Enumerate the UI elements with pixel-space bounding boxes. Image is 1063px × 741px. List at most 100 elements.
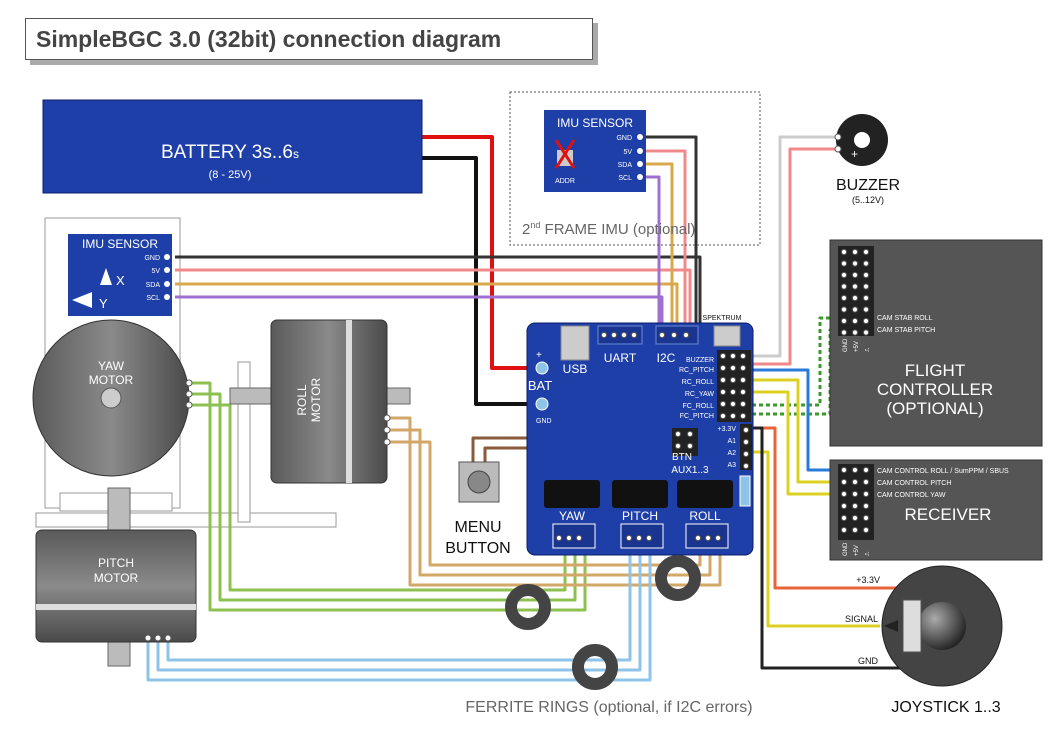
i2c-header-pin [658,331,666,339]
fc-header-pin [851,317,859,325]
fc-header-pin [851,306,859,313]
receiver-pin-label: CAM CONTROL YAW [877,492,946,499]
receiver-header-pin [851,466,859,474]
fc-label: (OPTIONAL) [886,399,983,418]
uart-header-pin [630,331,638,339]
board-yaw-label: YAW [559,509,586,523]
uart-header-pin [620,331,628,339]
uart-label: UART [604,351,637,365]
fc-side-label: +5V [854,341,860,352]
aux-header-pin [742,426,750,434]
axis-arrow-icon [72,292,92,308]
buzzer-label: BUZZER [836,177,900,194]
receiver-header-pin [851,514,859,522]
yaw-connector-pin [555,534,563,542]
fc-header-pin [862,294,870,302]
fc-header-pin [851,329,859,336]
fc-header-pin [840,283,848,290]
receiver-header-pin [840,478,848,486]
ferrite-ring [655,555,701,601]
roll-motor-band [346,320,352,483]
addr-label: ADDR [555,178,575,185]
btn-label: BTN [672,452,692,463]
receiver-header-pin [840,490,848,498]
receiver-side-label: GND [843,542,849,556]
buzzer-plus: + [851,147,858,161]
rc-header-pin [729,400,737,408]
menu-button-cap [467,470,491,494]
rc-pin-label: FC_PITCH [680,413,714,420]
rc-pins: BUZZER RC_PITCH RC_ROLL RC_YAW FC_ROLL F… [679,350,751,422]
fc-header-pin [840,329,848,336]
receiver-header-pin [862,502,870,510]
imu-pins: GND 5V SDA SCL [144,254,170,302]
rc-pin-label: RC_ROLL [682,379,714,386]
receiver-header-pin [840,526,848,534]
fc-header-pin [840,248,848,256]
ferrite-ring [572,644,618,690]
yaw-motor-label: YAW [98,359,125,373]
fc-header-pin [862,306,870,313]
fc-header-pin [851,248,859,256]
wires [146,135,900,682]
yaw-motor-label: MOTOR [89,373,134,387]
roll-motor-label: ROLL [295,384,309,416]
imu-pin-label: GND [144,255,160,262]
imu-pin-label: SDA [146,282,161,289]
receiver-header-pin [851,526,859,534]
uart-header [597,325,643,345]
frame-imu-title: IMU SENSOR [557,116,633,130]
aux-header-pin [742,450,750,458]
bat-plus-label: + [536,350,542,361]
rc-header-pin [719,376,727,384]
uart-header-pin [610,331,618,339]
receiver-header-pin [862,526,870,534]
fc-header-pin [862,248,870,256]
fc-header-pin [862,271,870,279]
battery-voltage: (8 - 25V) [209,169,252,181]
frame-imu-pin-label: SCL [618,175,632,182]
receiver-label: RECEIVER [905,505,992,524]
imu-pin-label: SCL [146,295,160,302]
receiver-header-pin [851,502,859,510]
fc-header-pin [840,317,848,325]
usb-label: USB [563,362,588,376]
frame-imu-pin-label: SDA [618,162,633,169]
rc-header-pin [719,412,727,420]
rc-header-pin [729,364,737,372]
rc-header-pin [739,352,747,360]
aux-header-pin [742,438,750,446]
i2c-header-pin [682,331,690,339]
receiver-header-pin [840,466,848,474]
receiver-side-label: ⎍ [865,551,871,556]
battery-gnd-wire [420,156,530,406]
ferrite-rings [505,555,701,690]
fc-header-pin [862,260,870,267]
page-title: SimpleBGC 3.0 (32bit) connection diagram [36,26,502,52]
i2c-header-pin [670,331,678,339]
fc-header-pin [840,260,848,267]
rc-header-pin [719,400,727,408]
joystick-pin-label: +3.3V [856,575,880,585]
receiver-header-pin [851,490,859,498]
battery-label: BATTERY 3s..6s [161,142,299,163]
frame-imu-caption: 2nd FRAME IMU (optional) [522,220,695,238]
aux-header-pin [742,462,750,470]
rc-header-pin [719,388,727,396]
cross-icon [554,139,576,169]
spektrum-port [713,325,741,347]
receiver-pin-label: CAM CONTROL PITCH [877,480,951,487]
receiver-header-pin [840,502,848,510]
ferrite-ring [505,584,551,630]
uart-header-pin [600,331,608,339]
fc-header-pin [840,294,848,302]
rc-header-pin [739,376,747,384]
pitch-connector-pin [625,534,633,542]
frame-arm [237,361,251,523]
battery-plus-wire [420,135,530,370]
menu-button-label: MENU [454,519,501,536]
rc-pin-label: FC_ROLL [682,403,714,410]
joystick-pin-label: GND [858,656,879,666]
battery [42,99,423,194]
pitch-motor-band [36,604,196,610]
